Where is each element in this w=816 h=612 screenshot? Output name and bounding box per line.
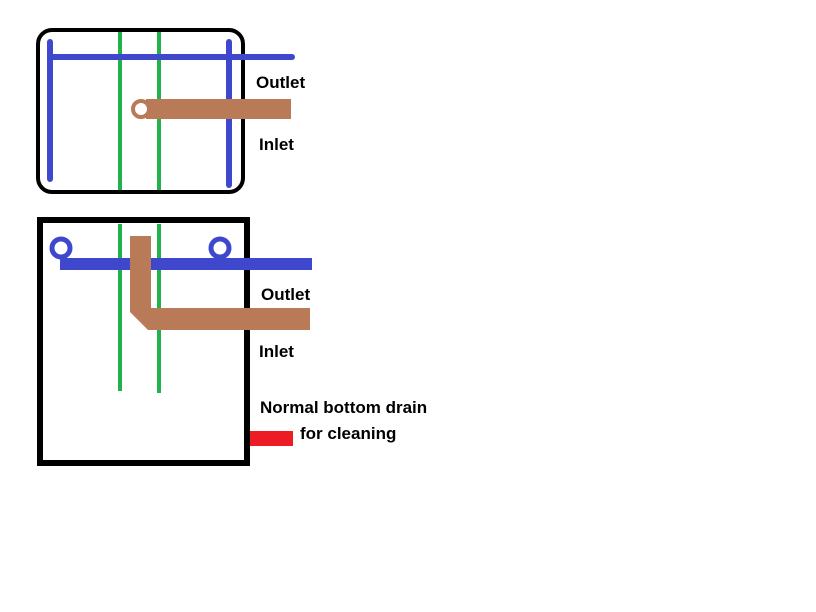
bottom-inlet-label: Inlet	[259, 342, 294, 361]
bottom-outlet-label: Outlet	[261, 285, 310, 304]
top-outlet-label: Outlet	[256, 73, 305, 92]
bottom-inlet-pipe	[130, 236, 310, 330]
bottom-diagram: Outlet Inlet Normal bottom drain for cle…	[37, 217, 427, 466]
top-inlet-label: Inlet	[259, 135, 294, 154]
bottom-outlet-pipe	[49, 236, 312, 270]
drain-label-line1: Normal bottom drain	[260, 398, 427, 417]
top-diagram: Outlet Inlet	[36, 28, 305, 194]
bottom-tank-outline	[37, 217, 250, 466]
top-inlet-pipe	[131, 99, 291, 119]
drain-label-line2: for cleaning	[300, 424, 396, 443]
bottom-drain	[250, 431, 293, 446]
